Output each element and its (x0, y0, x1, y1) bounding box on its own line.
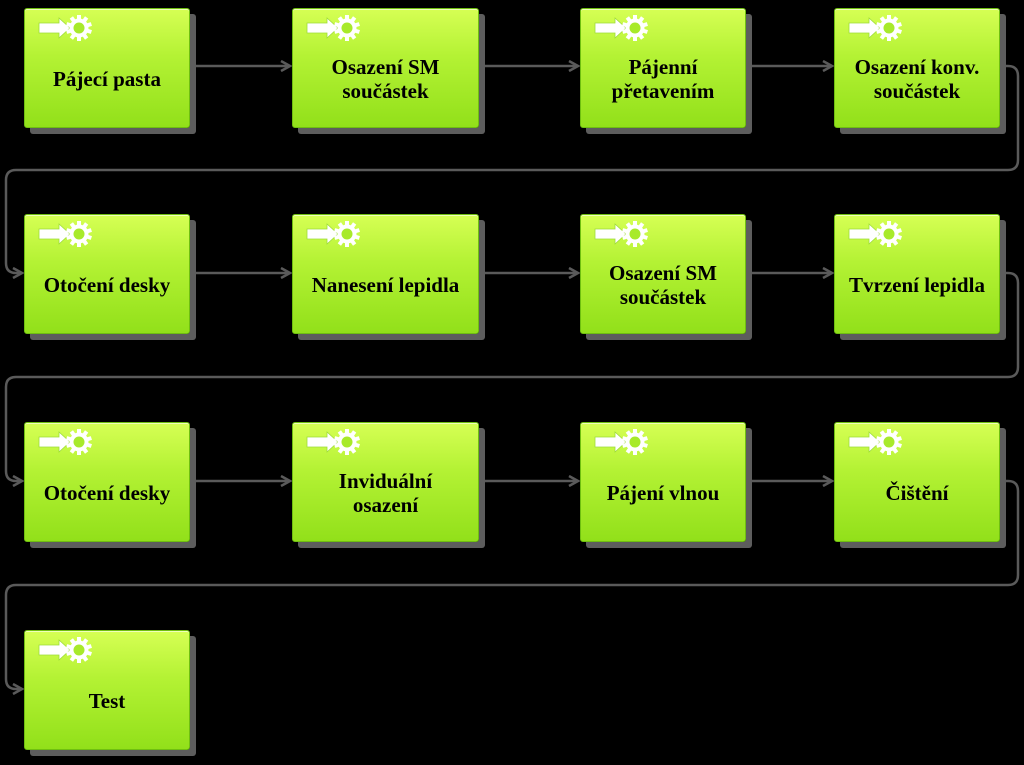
process-arrow-gear-icon (37, 636, 93, 664)
step-label: Tvrzení lepidla (849, 273, 985, 297)
step-box-6: Nanesení lepidla (292, 214, 479, 334)
step-box-10: Inviduální osazení (292, 422, 479, 542)
step-label: Osazení SM součástek (331, 55, 440, 103)
process-arrow-gear-icon (37, 428, 93, 456)
process-arrow-gear-icon (593, 220, 649, 248)
step-box-13: Test (24, 630, 190, 750)
step-box-8: Tvrzení lepidla (834, 214, 1000, 334)
step-box-1: Pájecí pasta (24, 8, 190, 128)
process-arrow-gear-icon (593, 428, 649, 456)
process-arrow-gear-icon (593, 14, 649, 42)
process-arrow-gear-icon (305, 14, 361, 42)
process-arrow-gear-icon (847, 428, 903, 456)
process-arrow-gear-icon (305, 220, 361, 248)
step-label: Osazení SM součástek (609, 261, 717, 309)
step-label: Nanesení lepidla (311, 273, 460, 297)
step-box-4: Osazení konv. součástek (834, 8, 1000, 128)
step-box-7: Osazení SM součástek (580, 214, 746, 334)
step-label: Pájenní přetavením (611, 55, 715, 103)
step-box-11: Pájení vlnou (580, 422, 746, 542)
step-box-2: Osazení SM součástek (292, 8, 479, 128)
process-arrow-gear-icon (37, 220, 93, 248)
step-label: Otočení desky (43, 273, 171, 297)
connector-4-5 (4, 64, 1020, 273)
process-arrow-gear-icon (847, 220, 903, 248)
step-box-5: Otočení desky (24, 214, 190, 334)
process-arrow-gear-icon (305, 428, 361, 456)
step-label: Čištění (885, 481, 949, 505)
step-label: Osazení konv. součástek (854, 55, 980, 103)
connector-8-9 (4, 271, 1020, 481)
step-label: Pájení vlnou (606, 481, 720, 505)
step-label: Inviduální osazení (338, 469, 433, 517)
step-box-12: Čištění (834, 422, 1000, 542)
step-label: Otočení desky (43, 481, 171, 505)
process-arrow-gear-icon (847, 14, 903, 42)
step-label: Pájecí pasta (53, 67, 161, 91)
step-box-9: Otočení desky (24, 422, 190, 542)
process-arrow-gear-icon (37, 14, 93, 42)
connector-12-13 (4, 479, 1020, 689)
step-label: Test (88, 689, 126, 713)
step-box-3: Pájenní přetavením (580, 8, 746, 128)
